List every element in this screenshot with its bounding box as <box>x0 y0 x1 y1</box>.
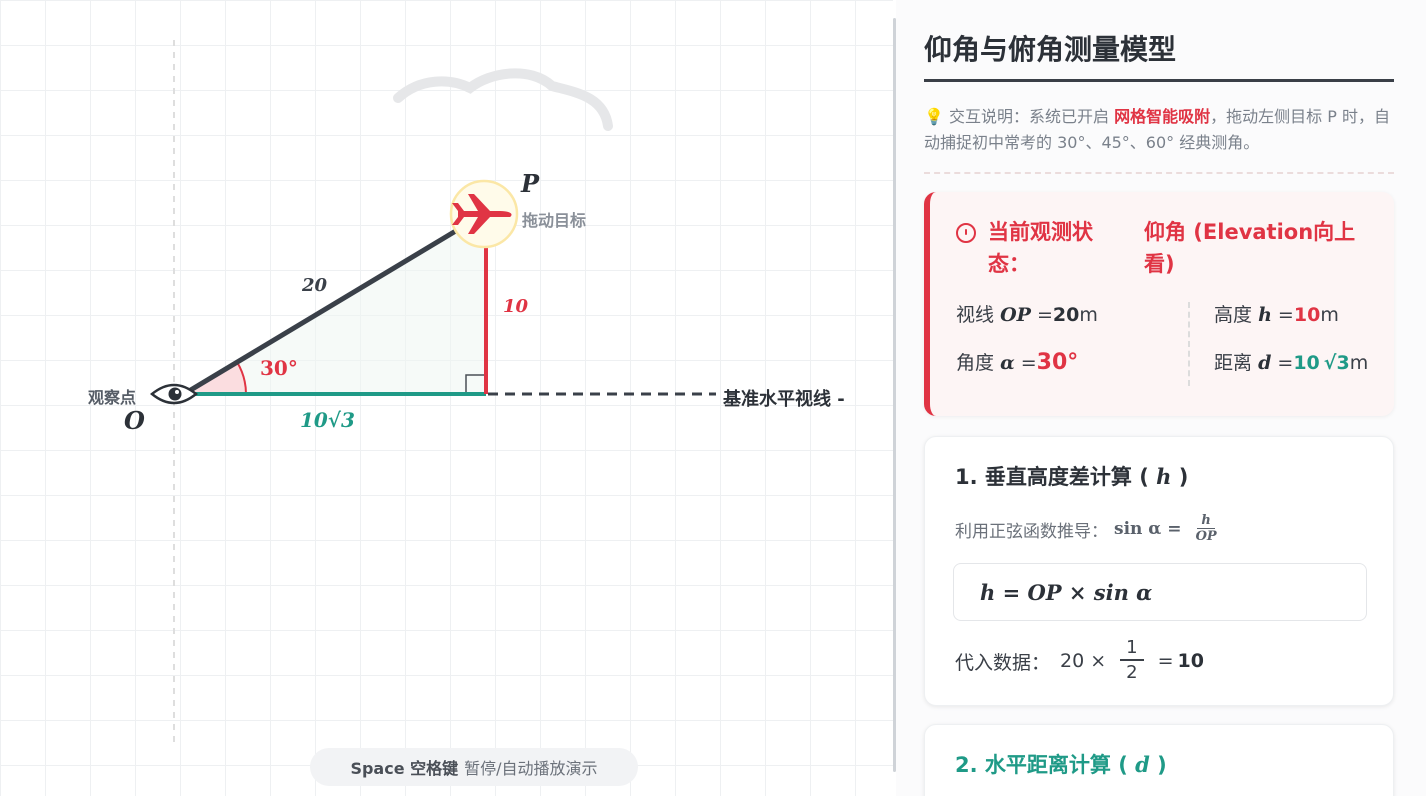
distance-calculation-card: 2. 水平距离计算 ( d ) <box>924 724 1394 796</box>
height-formula: h = OP × sin α <box>953 563 1367 621</box>
stat-line-of-sight: 视线 OP =20m <box>956 304 1098 326</box>
subst-denominator: 2 <box>1126 662 1138 683</box>
baseline-label: 基准水平视线 - <box>723 389 845 410</box>
status-card: 当前观测状态： 仰角 (Elevation向上看) 视线 OP =20m 高度 … <box>924 192 1394 416</box>
derive-text: 利用正弦函数推导： <box>955 521 1108 542</box>
info-panel[interactable]: 仰角与俯角测量模型 💡 交互说明：系统已开启 网格智能吸附，拖动左侧目标 P 时… <box>896 0 1426 796</box>
interaction-tip: 💡 交互说明：系统已开启 网格智能吸附，拖动左侧目标 P 时，自动捕捉初中常考的… <box>924 104 1394 156</box>
stat-distance-symbol: d <box>1258 352 1272 374</box>
line-of-sight <box>182 211 486 397</box>
geometry-svg <box>150 40 716 745</box>
stat-distance-label: 距离 <box>1214 352 1253 374</box>
stats-separator <box>1188 302 1190 386</box>
stat-height-symbol: h <box>1258 304 1272 326</box>
status-mode: 仰角 (Elevation向上看) <box>1144 220 1356 276</box>
stat-angle-symbol: α <box>1000 352 1015 374</box>
stat-los-unit: m <box>1079 304 1098 326</box>
tip-prefix: 💡 交互说明：系统已开启 <box>924 107 1115 126</box>
height-title-symbol: h <box>1156 464 1172 489</box>
formula-text: h = OP × sin α <box>980 579 1153 605</box>
stat-distance-unit: m <box>1349 352 1369 374</box>
stat-los-symbol: OP <box>1000 304 1031 326</box>
point-P-label: P <box>521 169 540 198</box>
tip-suffix: ，拖动左侧目标 P 时，自动捕捉初中常考的 30°、45°、60° 经典测角。 <box>924 107 1390 152</box>
height-title-prefix: 1. 垂直高度差计算 ( <box>955 465 1157 489</box>
status-stats: 视线 OP =20m 高度 h =10m 角度 α =30° 距离 d <box>956 300 1376 386</box>
height-card-title: 1. 垂直高度差计算 ( h ) <box>955 461 1188 491</box>
height-label: 10 <box>503 296 529 317</box>
derive-lhs: sin α = <box>1114 519 1182 539</box>
observer-label: 观察点 <box>88 390 137 407</box>
stat-angle: 角度 α =30° <box>956 350 1079 375</box>
stat-height-label: 高度 <box>1214 304 1253 326</box>
sine-derivation: 利用正弦函数推导： sin α = h OP <box>955 513 1221 545</box>
title-underline <box>924 79 1394 82</box>
stat-height-unit: m <box>1320 304 1339 326</box>
keyboard-hint: Space 空格键 暂停/自动播放演示 <box>310 748 638 786</box>
height-title-suffix: ) <box>1171 465 1189 489</box>
stat-distance: 距离 d =10√3m <box>1214 352 1369 374</box>
stat-height-value: 10 <box>1293 304 1321 326</box>
stat-distance-root: √3 <box>1323 352 1350 374</box>
distance-title-prefix: 2. 水平距离计算 ( <box>955 753 1136 777</box>
subst-label: 代入数据： <box>955 651 1051 674</box>
stat-height: 高度 h =10m <box>1214 304 1339 326</box>
cloud-icon <box>393 68 613 131</box>
hint-text: 暂停/自动播放演示 <box>464 759 598 778</box>
frac-denominator: OP <box>1195 529 1217 544</box>
status-label: 当前观测状态： <box>988 220 1093 276</box>
distance-title-suffix: ) <box>1149 753 1167 777</box>
stat-los-value: 20 <box>1052 304 1080 326</box>
subst-equals: = <box>1157 650 1174 672</box>
tip-highlight: 网格智能吸附 <box>1114 107 1211 126</box>
airplane-icon[interactable] <box>452 194 512 234</box>
subst-lhs: 20 × <box>1060 650 1107 672</box>
panel-title: 仰角与俯角测量模型 <box>924 33 1177 66</box>
stat-angle-value: 30° <box>1036 350 1079 375</box>
hint-key: Space 空格键 <box>350 759 459 778</box>
stat-angle-label: 角度 <box>956 352 995 374</box>
distance-label: 10√3 <box>300 408 355 432</box>
frac-numerator: h <box>1197 513 1215 529</box>
measurement-canvas[interactable]: 观察点 O P 拖动目标 20 10 30° 10√3 基准水平视线 - Spa… <box>0 0 893 796</box>
hypotenuse-label: 20 <box>302 275 328 296</box>
tip-divider <box>924 172 1394 174</box>
panel-divider[interactable] <box>893 18 896 772</box>
info-icon <box>956 223 976 243</box>
stat-distance-value: 10 <box>1293 352 1320 374</box>
distance-title-symbol: d <box>1135 752 1150 777</box>
point-O-label: O <box>124 406 145 435</box>
subst-numerator: 1 <box>1120 637 1144 661</box>
drag-target-label: 拖动目标 <box>522 211 587 230</box>
height-calculation-card: 1. 垂直高度差计算 ( h ) 利用正弦函数推导： sin α = h OP … <box>924 436 1394 706</box>
substitution: 代入数据： 20 × 1 2 = 10 <box>955 637 1204 685</box>
subst-result: 10 <box>1177 650 1204 672</box>
eye-icon <box>150 383 198 405</box>
subst-fraction: 1 2 <box>1120 637 1144 685</box>
angle-label: 30° <box>260 356 298 380</box>
derive-fraction: h OP <box>1192 513 1221 545</box>
distance-card-title: 2. 水平距离计算 ( d ) <box>955 749 1167 779</box>
stat-los-label: 视线 <box>956 304 995 326</box>
